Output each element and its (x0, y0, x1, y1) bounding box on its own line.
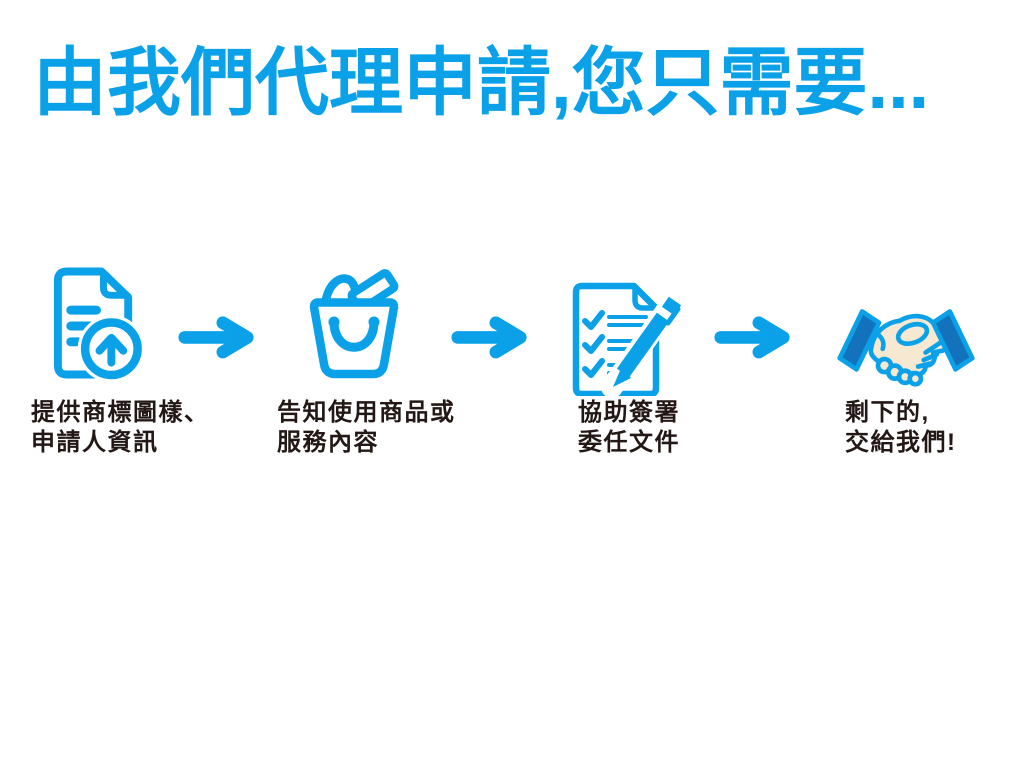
step-2 (300, 260, 404, 383)
step-1-label-line-1: 提供商標圖樣、 (31, 399, 210, 426)
arrow-2 (450, 314, 532, 360)
step-3-label-line-2: 委任文件 (578, 429, 680, 456)
step-2-label: 告知使用商品或 服務內容 (277, 398, 456, 458)
step-4-label-line-1: 剩下的, (845, 399, 930, 426)
page-title: 由我們代理申請,您只需要... (33, 41, 930, 124)
handshake-icon (837, 309, 975, 387)
step-1 (46, 263, 149, 385)
step-1-label-line-2: 申請人資訊 (31, 429, 159, 456)
document-upload-icon (53, 267, 146, 383)
step-4-label: 剩下的, 交給我們! (845, 398, 957, 458)
step-3-label: 協助簽署 委任文件 (578, 398, 680, 458)
step-2-label-line-1: 告知使用商品或 (277, 399, 456, 426)
arrow-1 (177, 314, 259, 360)
step-4 (836, 298, 976, 395)
step-3-label-line-1: 協助簽署 (578, 399, 680, 426)
step-1-label: 提供商標圖樣、 申請人資訊 (31, 398, 210, 458)
left-sleeve (837, 309, 882, 372)
arrow-3 (713, 314, 795, 360)
step-2-label-line-2: 服務內容 (277, 429, 379, 456)
step-3 (572, 282, 684, 396)
shopping-bag-icon (309, 269, 399, 379)
right-sleeve (930, 309, 975, 372)
checklist-pen-icon (572, 282, 684, 396)
right-arrow-icon (451, 316, 527, 359)
step-4-label-line-2: 交給我們! (845, 429, 957, 456)
right-arrow-icon (714, 316, 790, 359)
right-arrow-icon (178, 316, 254, 359)
